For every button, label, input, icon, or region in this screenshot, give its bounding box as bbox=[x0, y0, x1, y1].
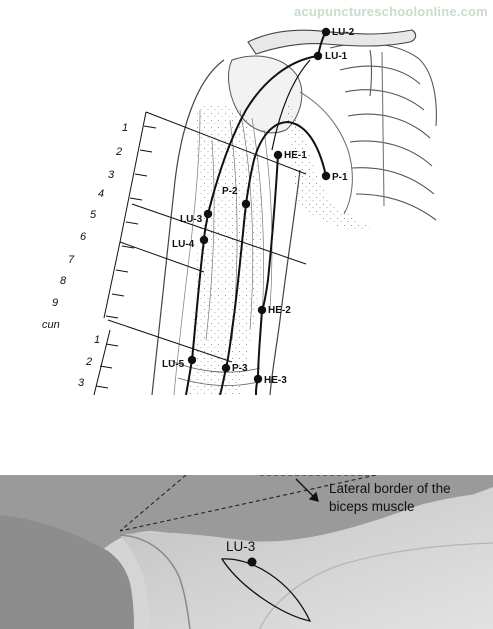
point-label-lu1: LU-1 bbox=[325, 51, 348, 62]
scale-unit: cun bbox=[42, 319, 60, 331]
scale-number: 2 bbox=[85, 356, 92, 368]
watermark: acupunctureschoolonline.com bbox=[294, 4, 488, 19]
upper-arm bbox=[120, 493, 493, 629]
photo-point-label: LU-3 bbox=[226, 539, 255, 554]
arm-contour bbox=[119, 534, 191, 629]
point-label-p3: P-3 bbox=[232, 363, 248, 374]
scale-number: 7 bbox=[68, 254, 75, 266]
arm-photo: Lateral border of the biceps muscle LU-3 bbox=[0, 475, 493, 629]
inner-arm-contour bbox=[259, 542, 493, 629]
scale-number: 1 bbox=[94, 334, 100, 346]
ribcage bbox=[329, 42, 437, 221]
scale-number: 8 bbox=[60, 275, 67, 287]
pectoral-region bbox=[286, 100, 372, 230]
lu3-point bbox=[247, 557, 257, 567]
torso-shadow bbox=[0, 515, 134, 629]
point-label-lu2: LU-2 bbox=[332, 27, 355, 38]
scale-number: 6 bbox=[80, 231, 87, 243]
point-label-lu3: LU-3 bbox=[180, 214, 203, 225]
elbow-crease bbox=[169, 359, 261, 386]
cun-scale-guides bbox=[93, 111, 307, 395]
scale-number: 3 bbox=[108, 169, 115, 181]
point-label-p1: P-1 bbox=[332, 172, 348, 183]
annotation-line-1: Lateral border of the bbox=[329, 481, 451, 496]
annotation-arrow bbox=[295, 478, 319, 502]
point-label-lu5: LU-5 bbox=[162, 359, 185, 370]
scale-number: 1 bbox=[122, 122, 128, 134]
arm-meridian-diagram: acupunctureschoolonline.com bbox=[42, 4, 488, 395]
lower-scale-ticks bbox=[95, 343, 119, 389]
scale-number: 2 bbox=[115, 146, 122, 158]
acupoint-markers bbox=[187, 27, 331, 384]
point-label-lu4: LU-4 bbox=[172, 239, 195, 250]
guide-lines bbox=[119, 475, 377, 532]
scale-number: 5 bbox=[90, 209, 97, 221]
muscle-fibers bbox=[205, 109, 273, 341]
biceps-shading bbox=[186, 104, 263, 395]
scale-number: 4 bbox=[98, 188, 104, 200]
shoulder-joint bbox=[228, 55, 303, 134]
scapula-outline bbox=[299, 91, 353, 215]
clavicle bbox=[247, 29, 417, 55]
scale-number: 9 bbox=[52, 297, 58, 309]
point-label-p2: P-2 bbox=[222, 186, 238, 197]
annotation-line-2: biceps muscle bbox=[329, 499, 415, 514]
scale-number: 3 bbox=[78, 377, 85, 389]
upper-scale-ticks bbox=[105, 125, 157, 319]
armpit-shadow bbox=[0, 475, 493, 629]
point-label-he1: HE-1 bbox=[284, 150, 307, 161]
point-label-he2: HE-2 bbox=[268, 305, 291, 316]
point-label-he3: HE-3 bbox=[264, 375, 287, 386]
